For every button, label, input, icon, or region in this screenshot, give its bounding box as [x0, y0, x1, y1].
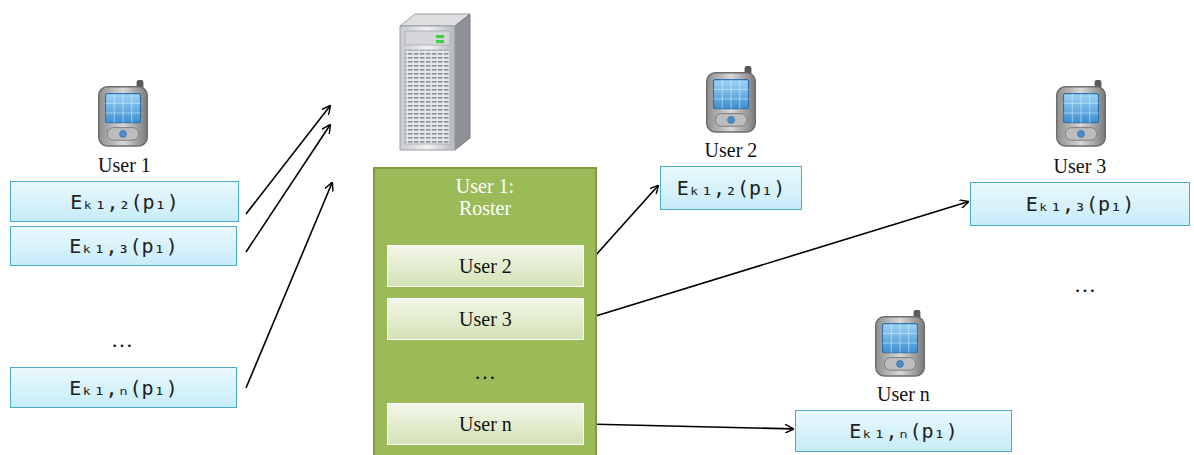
upload-arrow — [246, 183, 332, 388]
ciphertext: Eₖ₁,₃(p₁) — [1026, 192, 1134, 216]
upload-arrow — [246, 125, 330, 252]
ciphertext-box: User 3Eₖ₁,₃(p₁) — [970, 182, 1190, 226]
phone-icon — [707, 66, 756, 132]
user-name: User n — [796, 383, 1011, 406]
ciphertext-box: Eₖ₁,ₙ(p₁) — [10, 367, 237, 408]
delivery-arrow — [586, 424, 793, 429]
phone-icon — [876, 310, 925, 376]
ellipsis-label: … — [1074, 272, 1096, 298]
ciphertext-box: User 2Eₖ₁,₂(p₁) — [660, 166, 802, 210]
ciphertext-box: User nEₖ₁,ₙ(p₁) — [795, 410, 1012, 452]
phone-icon — [1057, 80, 1106, 146]
ciphertext-box: Eₖ₁,₃(p₁) — [10, 226, 237, 266]
upload-arrow — [246, 106, 330, 214]
panel-heading: User 1: Roster — [430, 175, 540, 219]
ciphertext: Eₖ₁,ₙ(p₁) — [849, 419, 957, 443]
phone-icon — [99, 80, 148, 146]
ciphertext: Eₖ₁,₃(p₁) — [69, 234, 177, 258]
user-name: User 1 — [11, 154, 238, 177]
server-icon — [400, 14, 470, 150]
user-name: User 3 — [459, 308, 512, 331]
ciphertext: Eₖ₁,₂(p₁) — [70, 190, 178, 214]
roster-entry: User n — [387, 403, 584, 445]
user-name: User 2 — [459, 255, 512, 278]
user-name: User 2 — [661, 139, 801, 162]
ellipsis-label: … — [474, 359, 496, 385]
ellipsis-label: … — [111, 327, 133, 353]
ciphertext-box: User 1Eₖ₁,₂(p₁) — [10, 181, 239, 222]
user-name: User n — [459, 413, 512, 436]
ciphertext: Eₖ₁,₂(p₁) — [677, 176, 785, 200]
ciphertext: Eₖ₁,ₙ(p₁) — [69, 376, 177, 400]
delivery-arrow — [586, 202, 968, 319]
roster-entry: User 2 — [387, 245, 584, 287]
roster-entry: User 3 — [387, 298, 584, 340]
roster-panel: User 1: RosterUser 2 User 3 User n — [373, 167, 597, 455]
user-name: User 3 — [971, 155, 1189, 178]
